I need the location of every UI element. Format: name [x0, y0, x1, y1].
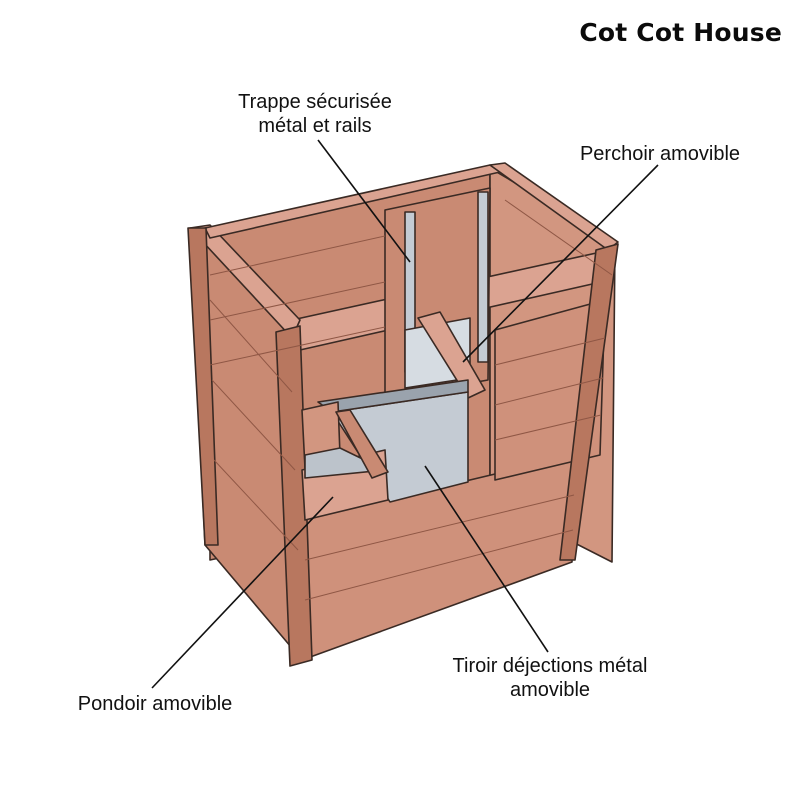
- plank-seam: [304, 529, 574, 601]
- brand-title: Cot Cot House: [579, 18, 782, 47]
- perch-bar: [417, 311, 486, 399]
- callout-tiroir-line2: amovible: [509, 679, 591, 701]
- leader-line-tiroir: [424, 465, 549, 653]
- plank-seam: [504, 199, 613, 276]
- post-back-left: [187, 227, 219, 546]
- top-right-rail: [489, 162, 619, 251]
- plank-seam: [304, 494, 575, 561]
- callout-pondoir: Pondoir amovible: [30, 692, 280, 716]
- callout-pondoir-text: Pondoir amovible: [77, 693, 233, 715]
- plank-seam: [211, 379, 296, 471]
- trap-rail-right: [477, 191, 489, 363]
- plank-seam: [494, 377, 604, 406]
- callout-trappe: Trappe sécurisée métal et rails: [190, 90, 440, 138]
- callout-tiroir-line1: Tiroir déjections métal: [452, 655, 648, 677]
- leader-line-pondoir: [151, 496, 334, 689]
- plank-seam: [209, 326, 386, 366]
- callout-perchoir-text: Perchoir amovible: [579, 143, 741, 165]
- plank-seam: [494, 414, 602, 441]
- plank-seam: [213, 459, 299, 551]
- callout-perchoir: Perchoir amovible: [540, 142, 780, 166]
- callout-trappe-line2: métal et rails: [258, 115, 372, 137]
- plank-seam: [209, 281, 386, 321]
- post-front-right: [559, 243, 619, 561]
- plank-seam: [209, 299, 293, 393]
- callout-trappe-line1: Trappe sécurisée: [238, 91, 392, 113]
- plank-seam: [209, 235, 386, 276]
- top-left-rail: [189, 224, 301, 339]
- callout-tiroir: Tiroir déjections métal amovible: [400, 654, 700, 702]
- leader-line-trappe: [317, 139, 411, 263]
- leader-line-perchoir: [462, 164, 659, 363]
- plank-seam: [494, 337, 606, 366]
- nest-box-partition: [335, 409, 389, 479]
